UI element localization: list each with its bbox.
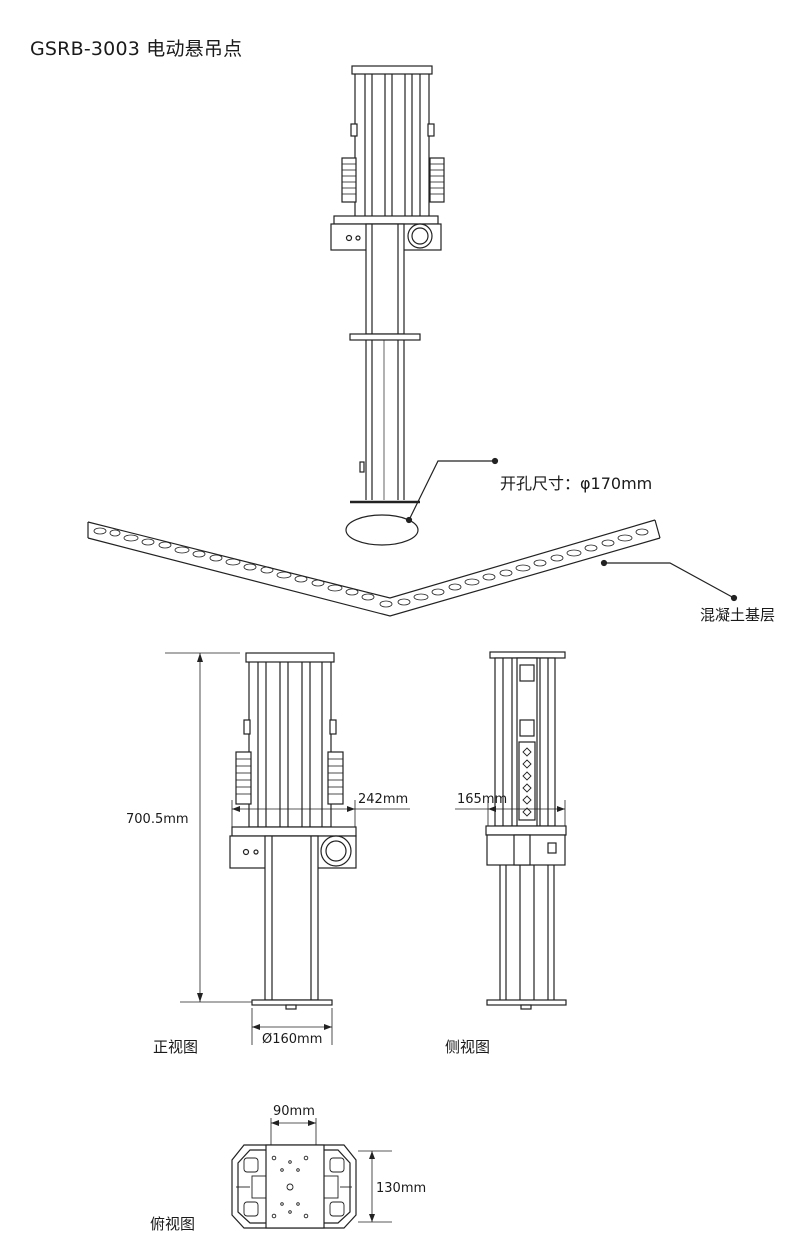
height-dimension: 700.5mm (126, 812, 189, 827)
top-width-dimension: 90mm (273, 1104, 315, 1119)
base-diameter-dimension: Ø160mm (262, 1032, 323, 1047)
page-title: GSRB-3003 电动悬吊点 (30, 38, 243, 60)
concrete-label: 混凝土基层 (700, 606, 776, 624)
top-view-label: 俯视图 (150, 1215, 196, 1233)
side-view-drawing (455, 651, 567, 1010)
hole-size-label: 开孔尺寸：φ170mm (500, 474, 653, 493)
installed-unit-drawing (330, 65, 499, 546)
front-width-dimension: 242mm (358, 792, 409, 807)
concrete-slab (87, 519, 738, 617)
top-depth-dimension: 130mm (376, 1181, 427, 1196)
front-view-drawing (165, 652, 410, 1045)
front-view-label: 正视图 (153, 1038, 199, 1056)
side-view-label: 侧视图 (445, 1038, 491, 1056)
top-view-drawing (231, 1118, 392, 1229)
side-width-dimension: 165mm (457, 792, 508, 807)
